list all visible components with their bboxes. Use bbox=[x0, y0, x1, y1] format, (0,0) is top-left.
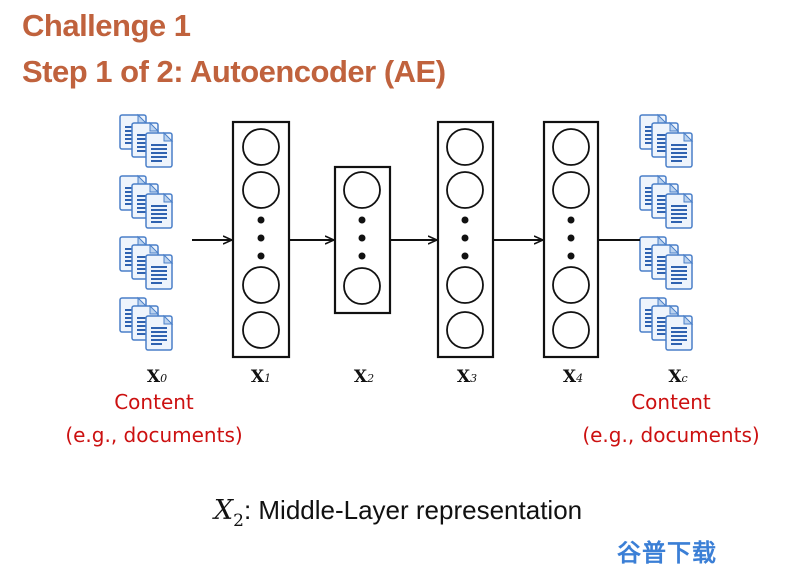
output-documents-icon bbox=[640, 115, 692, 350]
middle-layer-caption: X2: Middle-Layer representation bbox=[213, 495, 583, 531]
layer-x1-box bbox=[231, 120, 291, 359]
layer-label-x4: X4 bbox=[562, 367, 584, 387]
layer-x3-box bbox=[436, 120, 495, 359]
output-content-label: Content (e.g., documents) bbox=[582, 390, 760, 447]
input-content-label: Content (e.g., documents) bbox=[65, 390, 243, 447]
layer-label-xc: Xc bbox=[668, 367, 688, 387]
slide-subtitle: Step 1 of 2: Autoencoder (AE) bbox=[22, 54, 446, 89]
watermark: 谷普下载 bbox=[617, 539, 717, 567]
layer-label-x3: X3 bbox=[456, 367, 478, 387]
layer-label-x0: X0 bbox=[146, 367, 168, 387]
layer-x4-box bbox=[542, 120, 600, 359]
layer-label-x1: X1 bbox=[250, 367, 272, 387]
input-documents-icon bbox=[120, 115, 172, 350]
slide-title: Challenge 1 bbox=[22, 8, 191, 43]
layer-label-x2: X2 bbox=[353, 367, 375, 387]
layer-x2-box bbox=[333, 165, 392, 315]
